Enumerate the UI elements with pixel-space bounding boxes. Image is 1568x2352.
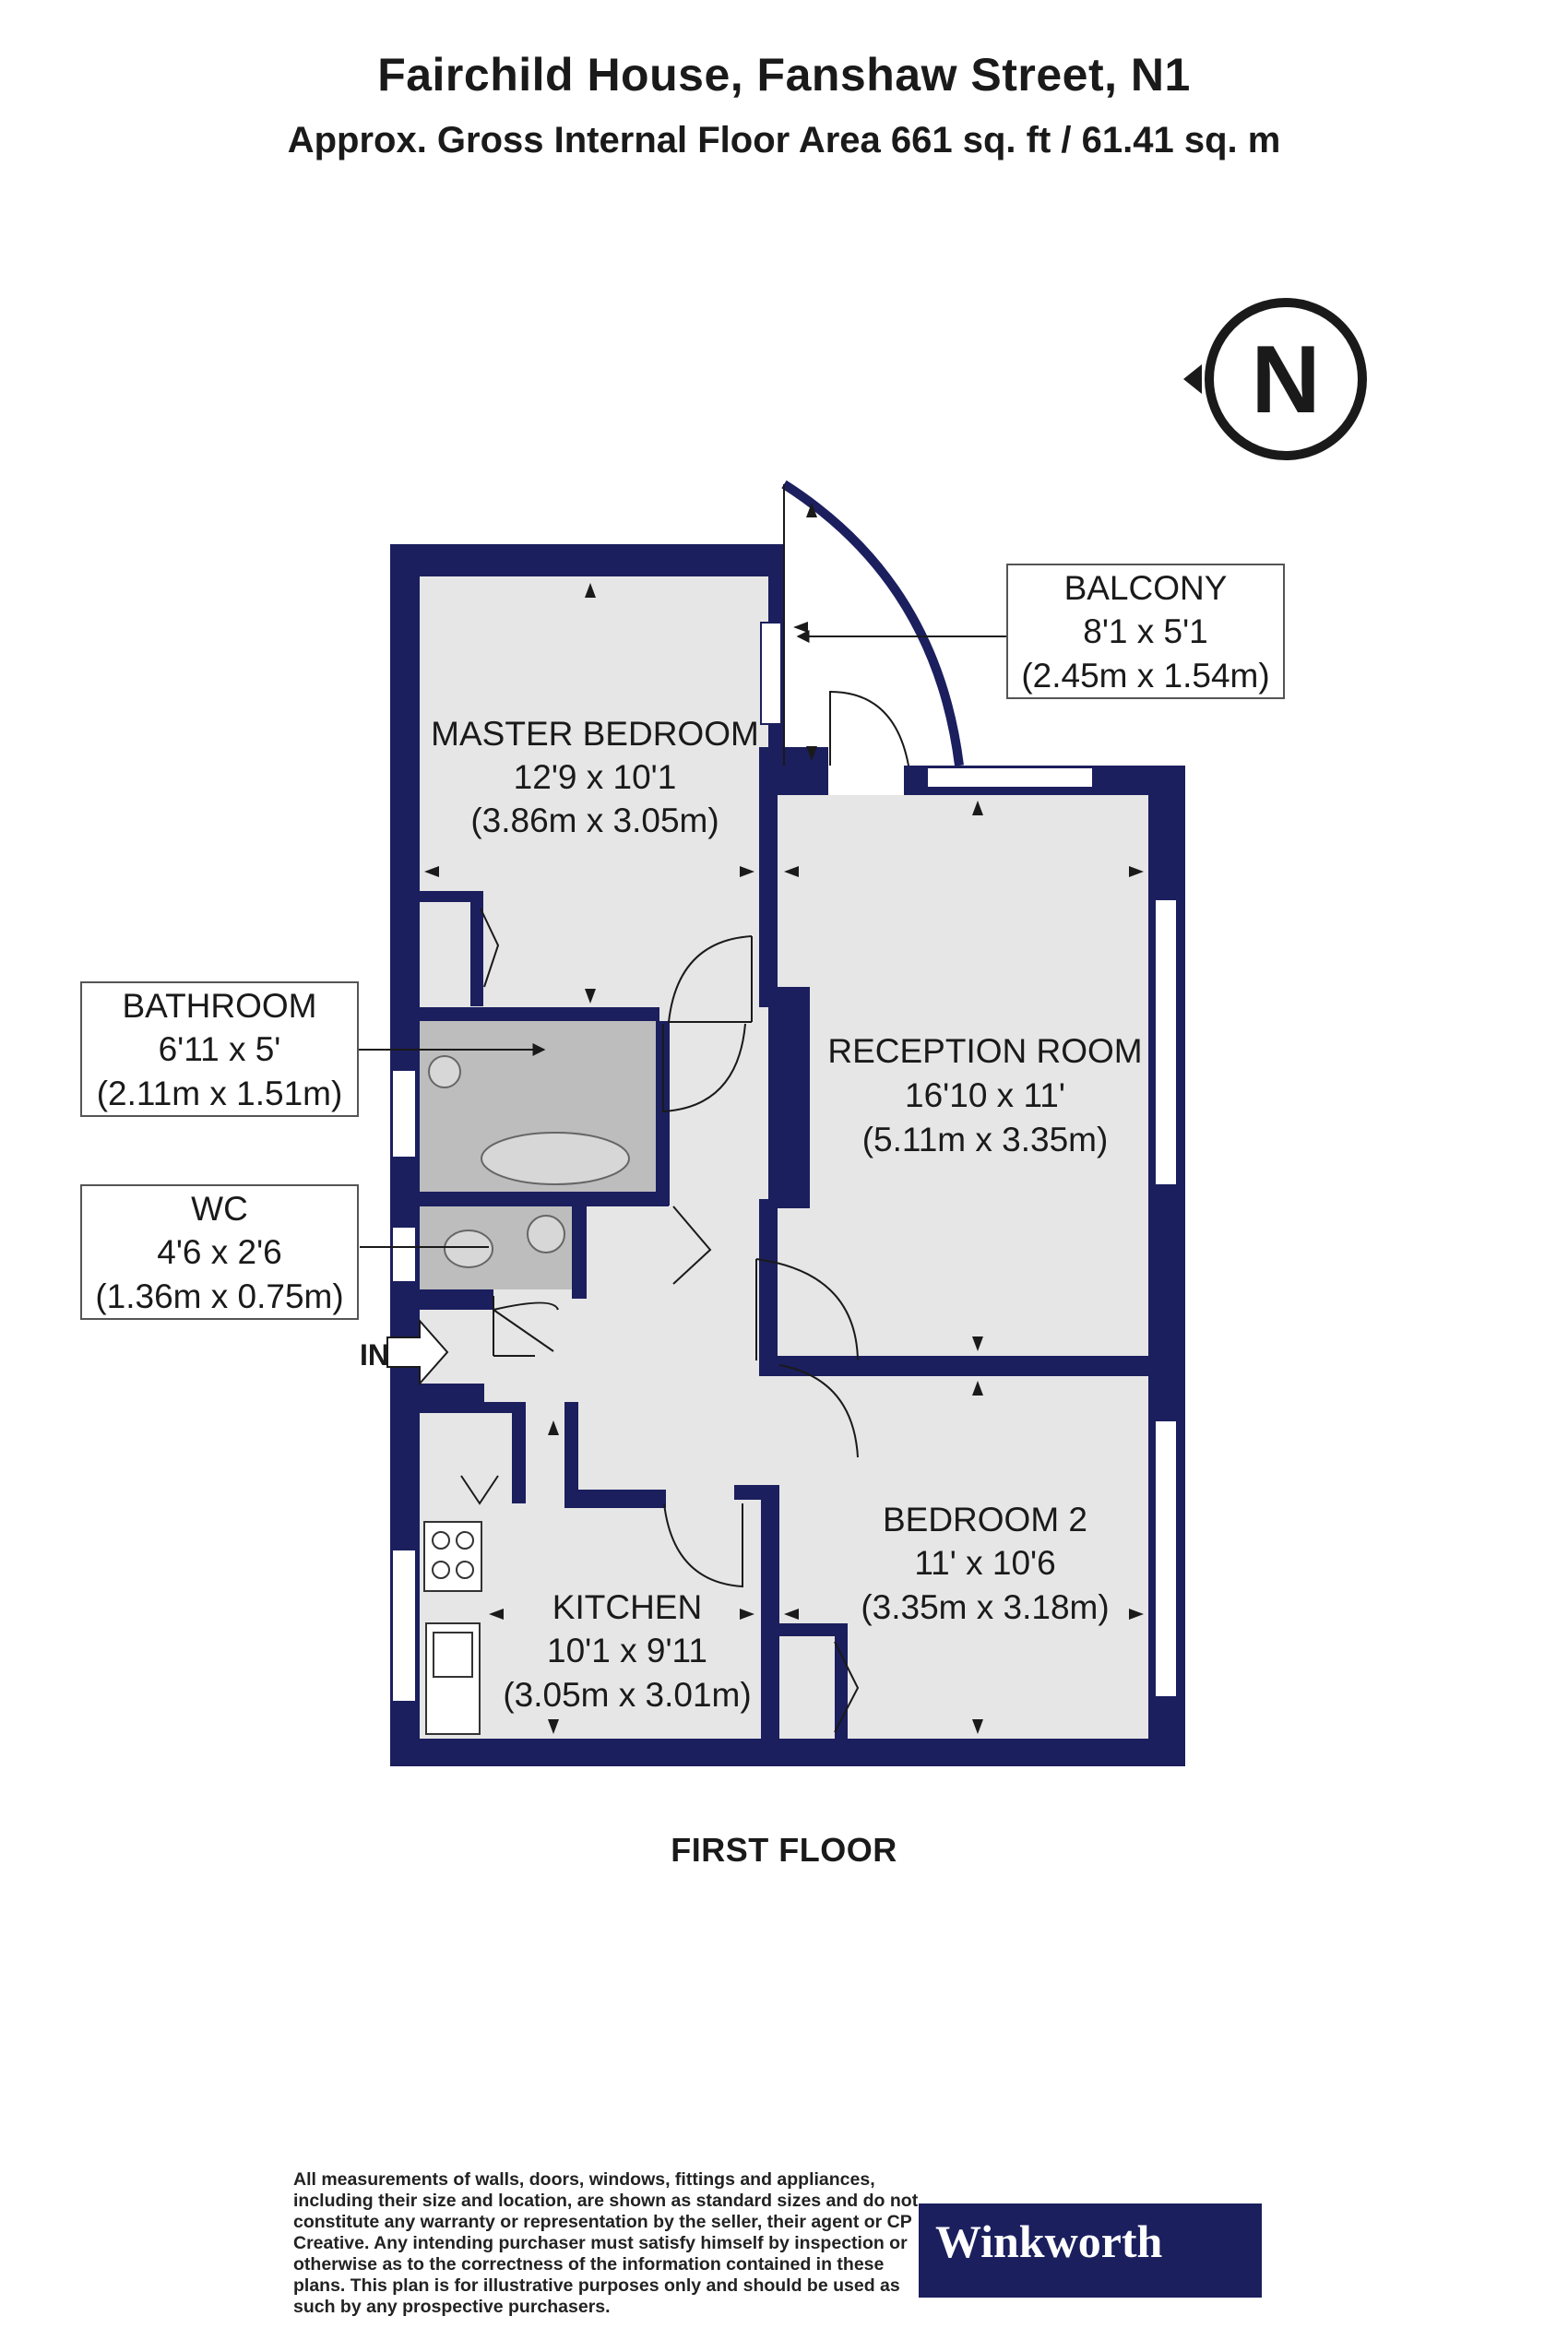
plan-title: Fairchild House, Fanshaw Street, N1 xyxy=(377,49,1191,101)
bathroom-imperial: 6'11 x 5' xyxy=(159,1030,281,1068)
bathroom-metric: (2.11m x 1.51m) xyxy=(97,1075,343,1112)
dimension-markers xyxy=(424,503,1144,1734)
kitchen-imperial: 10'1 x 9'11 xyxy=(547,1632,707,1669)
callout-leaders xyxy=(358,630,1007,1248)
reception-room-metric: (5.11m x 3.35m) xyxy=(862,1121,1109,1158)
bedroom-2-name: BEDROOM 2 xyxy=(883,1501,1087,1538)
compass-letter: N xyxy=(1251,327,1320,434)
wc-metric: (1.36m x 0.75m) xyxy=(95,1277,343,1315)
windows xyxy=(391,622,1178,1703)
bathroom-name: BATHROOM xyxy=(122,987,316,1025)
master-bedroom-metric: (3.86m x 3.05m) xyxy=(470,802,719,839)
disclaimer: All measurements of walls, doors, window… xyxy=(293,2169,919,2317)
floor-label: FIRST FLOOR xyxy=(671,1831,897,1869)
balcony-imperial: 8'1 x 5'1 xyxy=(1083,612,1208,650)
room-labels: BALCONY 8'1 x 5'1 (2.45m x 1.54m) MASTER… xyxy=(95,569,1269,1714)
reception-room-name: RECEPTION ROOM xyxy=(827,1032,1142,1070)
kitchen-fixtures xyxy=(423,1521,482,1735)
reception-room-imperial: 16'10 x 11' xyxy=(905,1076,1065,1114)
balcony-metric: (2.45m x 1.54m) xyxy=(1021,657,1269,695)
master-bedroom-imperial: 12'9 x 10'1 xyxy=(514,758,677,796)
brand-logo: Winkworth xyxy=(919,2204,1262,2298)
wc-imperial: 4'6 x 2'6 xyxy=(157,1233,282,1271)
entrance-label: IN xyxy=(360,1338,389,1372)
entrance-arrow-icon xyxy=(386,1318,449,1386)
bedroom-2-imperial: 11' x 10'6 xyxy=(914,1544,1055,1582)
callout-boxes xyxy=(80,564,1285,1320)
kitchen-metric: (3.05m x 3.01m) xyxy=(503,1676,751,1714)
kitchen-name: KITCHEN xyxy=(552,1588,702,1626)
bedroom-2-metric: (3.35m x 3.18m) xyxy=(861,1588,1109,1626)
north-compass-icon: N xyxy=(1183,298,1367,460)
balcony-name: BALCONY xyxy=(1064,569,1228,607)
plan-subtitle: Approx. Gross Internal Floor Area 661 sq… xyxy=(287,120,1281,160)
wc-name: WC xyxy=(191,1190,248,1228)
master-bedroom-name: MASTER BEDROOM xyxy=(431,715,759,753)
doors xyxy=(460,480,964,1733)
